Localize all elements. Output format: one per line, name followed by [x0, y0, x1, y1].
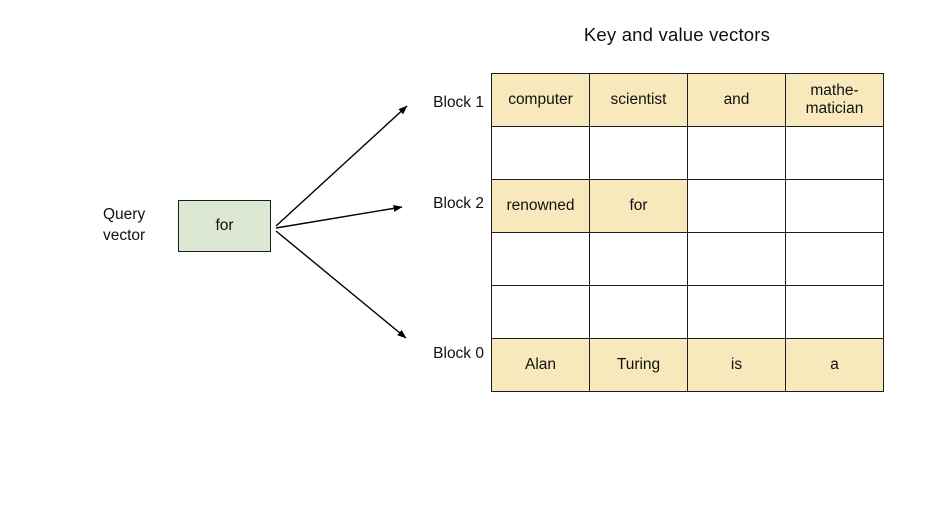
table-cell: mathe-matician — [785, 73, 884, 127]
query-vector-label: Query vector — [103, 204, 145, 246]
table-cell: renowned — [491, 179, 590, 233]
table-cell — [687, 232, 786, 286]
table-cell — [687, 179, 786, 233]
block-0-label: Block 0 — [433, 345, 484, 362]
block-1-label: Block 1 — [433, 94, 484, 111]
table-cell: a — [785, 338, 884, 392]
table-cell: scientist — [589, 73, 688, 127]
table-cell — [687, 126, 786, 180]
table-cell — [785, 232, 884, 286]
table-cell: Alan — [491, 338, 590, 392]
table-row — [491, 126, 884, 180]
table-cell: computer — [491, 73, 590, 127]
table-row — [491, 285, 884, 339]
query-vector-box: for — [178, 200, 271, 252]
table-cell — [491, 126, 590, 180]
diagram-title: Key and value vectors — [583, 24, 771, 45]
arrow-to-block-2 — [275, 204, 403, 229]
arrow-to-block-0 — [275, 230, 407, 339]
query-vector-label-line1: Query — [103, 206, 146, 223]
table-cell — [491, 232, 590, 286]
table-cell: for — [589, 179, 688, 233]
query-vector-box-text: for — [215, 217, 234, 234]
table-cell — [589, 285, 688, 339]
table-cell — [589, 232, 688, 286]
table-cell: is — [687, 338, 786, 392]
table-cell: Turing — [589, 338, 688, 392]
table-cell — [785, 285, 884, 339]
table-cell — [785, 179, 884, 233]
table-cell — [589, 126, 688, 180]
table-cell — [687, 285, 786, 339]
query-vector-label-line2: vector — [103, 227, 146, 244]
table-cell — [785, 126, 884, 180]
table-row — [491, 232, 884, 286]
table-cell: and — [687, 73, 786, 127]
table-cell — [491, 285, 590, 339]
arrow-to-block-1 — [275, 105, 408, 227]
block-2-label: Block 2 — [433, 195, 484, 212]
